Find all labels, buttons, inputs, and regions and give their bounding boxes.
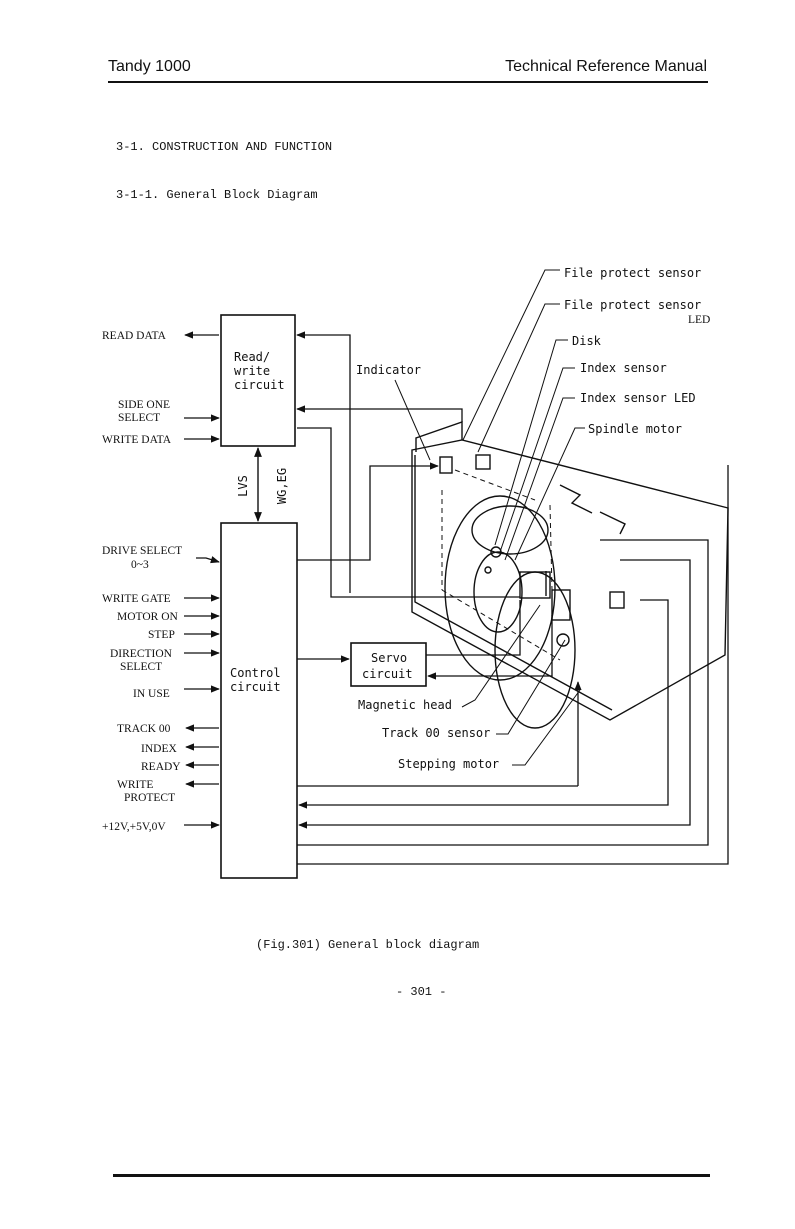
label-stepping-motor: Stepping motor: [398, 757, 499, 771]
signal-step: STEP: [148, 629, 175, 641]
section-subheading: 3-1-1. General Block Diagram: [116, 188, 318, 202]
read-write-line-1: Read/: [234, 350, 270, 364]
header-left: Tandy 1000: [108, 58, 191, 75]
section-heading: 3-1. CONSTRUCTION AND FUNCTION: [116, 140, 333, 154]
signal-direction-2: SELECT: [120, 661, 162, 673]
control-circuit-block: [220, 522, 298, 879]
label-disk: Disk: [572, 334, 602, 348]
signal-drive-select-1: DRIVE SELECT: [102, 545, 182, 557]
signal-write-gate: WRITE GATE: [102, 593, 171, 605]
signal-write-protect-1: WRITE: [117, 779, 153, 791]
block-diagram: Read/ write circuit Control circuit LVS …: [102, 266, 729, 879]
label-file-protect-led-2: LED: [688, 314, 710, 326]
label-index-sensor-led: Index sensor LED: [580, 391, 696, 405]
read-write-line-2: write: [234, 364, 270, 378]
signal-write-protect-2: PROTECT: [124, 792, 175, 804]
control-line-2: circuit: [230, 680, 281, 694]
label-file-protect-led-1: File protect sensor: [564, 298, 701, 312]
signal-power: +12V,+5V,0V: [102, 821, 166, 833]
label-magnetic-head: Magnetic head: [358, 698, 452, 712]
read-write-circuit-block: [220, 314, 296, 447]
label-spindle-motor: Spindle motor: [588, 422, 682, 436]
signal-side-one-1: SIDE ONE: [118, 399, 170, 411]
servo-line-1: Servo: [371, 651, 407, 665]
header-right: Technical Reference Manual: [505, 58, 707, 75]
figure-caption: (Fig.301) General block diagram: [256, 938, 480, 952]
label-track-00-sensor: Track 00 sensor: [382, 726, 490, 740]
signal-motor-on: MOTOR ON: [117, 611, 179, 623]
footer-rule: [113, 1174, 710, 1177]
control-line-1: Control: [230, 666, 281, 680]
signal-write-data: WRITE DATA: [102, 434, 172, 446]
drive-mechanism-illustration: [411, 421, 729, 729]
servo-line-2: circuit: [362, 667, 413, 681]
signal-ready: READY: [141, 761, 181, 773]
signal-direction-1: DIRECTION: [110, 648, 173, 660]
read-write-line-3: circuit: [234, 378, 285, 392]
signal-drive-select-2: 0~3: [131, 559, 149, 571]
signal-side-one-2: SELECT: [118, 412, 160, 424]
bus-label-lvs: LVS: [236, 475, 250, 497]
signal-in-use: IN USE: [133, 688, 170, 700]
servo-circuit-block: [350, 642, 427, 687]
signal-track-00: TRACK 00: [117, 723, 171, 735]
signal-index: INDEX: [141, 743, 177, 755]
signal-read-data: READ DATA: [102, 330, 167, 342]
header-rule: [108, 81, 708, 83]
label-indicator: Indicator: [356, 363, 421, 377]
page-number: - 301 -: [396, 985, 447, 999]
bus-label-wg-eg: WG,EG: [275, 468, 289, 504]
label-index-sensor: Index sensor: [580, 361, 667, 375]
label-file-protect-sensor: File protect sensor: [564, 266, 701, 280]
